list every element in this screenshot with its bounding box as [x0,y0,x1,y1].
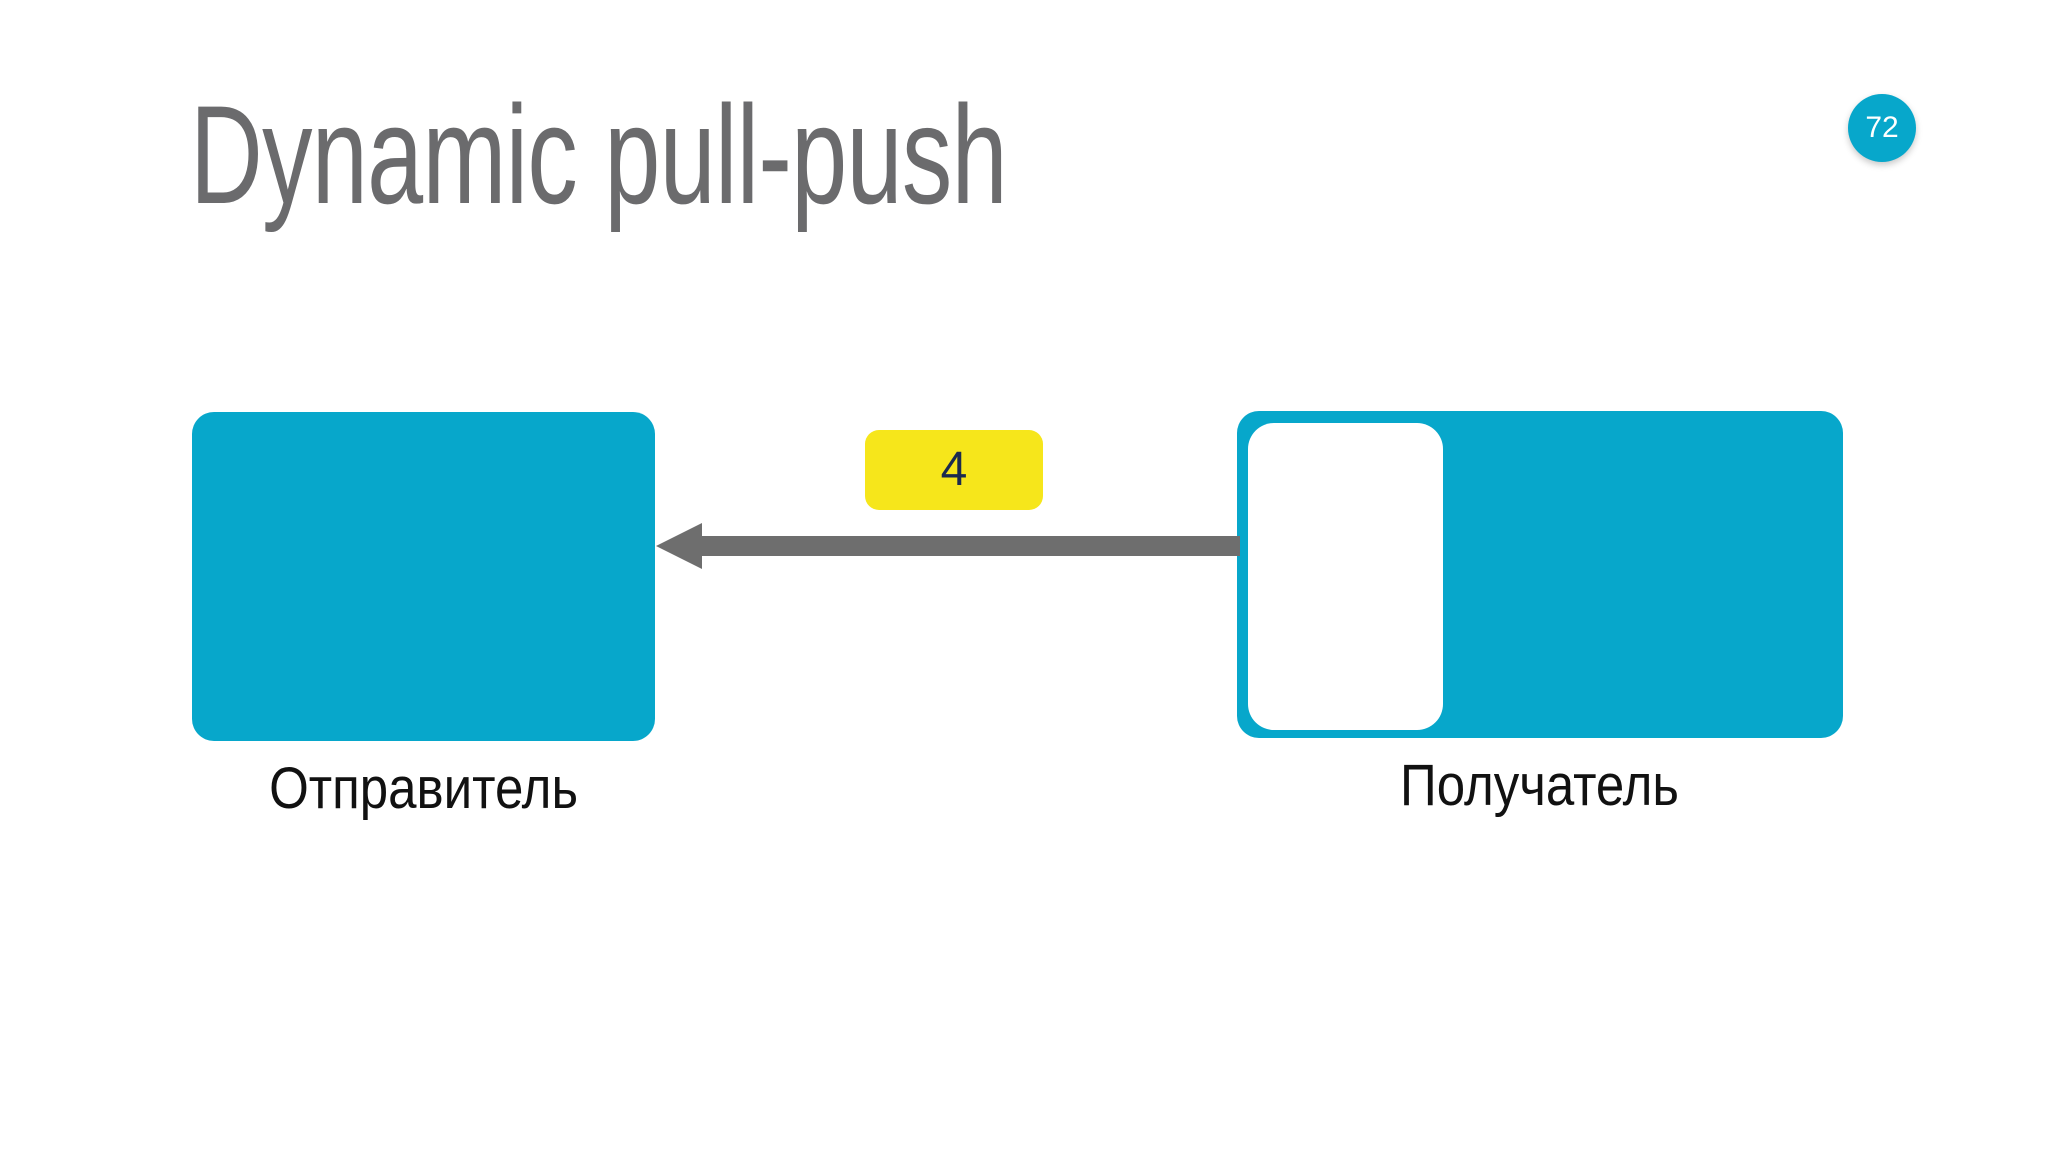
message-count: 4 [940,443,968,496]
page-number-badge: 72 [1848,94,1916,162]
arrowhead-left-icon [656,523,702,569]
page-title-text: Dynamic pull-push [190,76,1008,233]
receiver-box [1237,411,1843,738]
page-number: 72 [1865,111,1899,144]
sender-label: Отправитель [192,760,655,818]
receiver-label-text: Получатель [1400,753,1680,818]
sender-box [192,412,655,741]
receiver-empty-slot [1248,423,1443,730]
sender-label-text: Отправитель [269,756,578,821]
receiver-label: Получатель [1237,757,1843,815]
message-count-badge: 4 [865,430,1043,510]
page-title: Dynamic pull-push [190,85,1325,225]
